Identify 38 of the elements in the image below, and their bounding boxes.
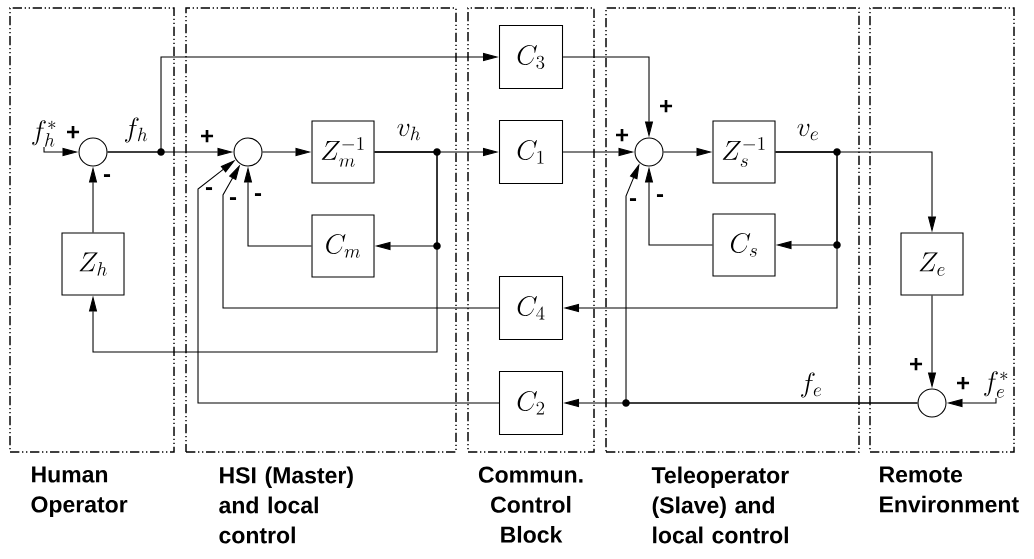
sign-label: + [67, 125, 80, 139]
signal-label: $f_e^*$ [984, 371, 1008, 398]
summing-junction [634, 137, 664, 167]
group-heading: Remote Environment [880, 466, 1019, 513]
signal-label: $v_h$ [397, 123, 421, 141]
sign-label: - [656, 194, 664, 198]
transfer-block: $Z_e$ [900, 232, 964, 296]
sign-label: + [957, 376, 970, 390]
sign-label: + [910, 357, 923, 371]
transfer-block: $C_m$ [311, 214, 375, 278]
sign-label: - [629, 198, 637, 202]
sign-label: + [660, 99, 673, 113]
transfer-block: $C_2$ [498, 370, 564, 436]
transfer-block: $C_1$ [498, 119, 564, 185]
sign-label: - [229, 197, 237, 201]
summing-junction [233, 137, 263, 167]
group-heading: Human Operator [31, 466, 128, 518]
transfer-block: $C_s$ [712, 213, 776, 277]
sign-label: - [103, 174, 111, 178]
group-heading: Teleoperator (Slave) and local control [651, 466, 789, 544]
sign-label: + [201, 129, 214, 143]
summing-junction [917, 388, 947, 418]
arrow [88, 151, 438, 353]
transfer-block: $C_3$ [498, 24, 564, 90]
sign-label: - [205, 187, 213, 191]
transfer-block: $C_4$ [498, 275, 564, 341]
group-heading: HSI (Master) and local control [219, 466, 353, 544]
transfer-block: $Z_h$ [61, 232, 125, 296]
signal-label: $v_e$ [797, 123, 818, 141]
summing-junction [78, 137, 108, 167]
signal-label: $f_h^*$ [32, 120, 56, 147]
signal-label: $f_h$ [125, 117, 148, 143]
transfer-block: $Z_s^{-1}$ [712, 120, 776, 184]
signal-label: $f_e$ [801, 372, 821, 398]
transfer-block: $Z_m^{-1}$ [311, 120, 375, 184]
sign-label: + [616, 128, 629, 142]
sign-label: - [254, 193, 262, 197]
group-heading: Commun. Control Block [478, 466, 583, 543]
